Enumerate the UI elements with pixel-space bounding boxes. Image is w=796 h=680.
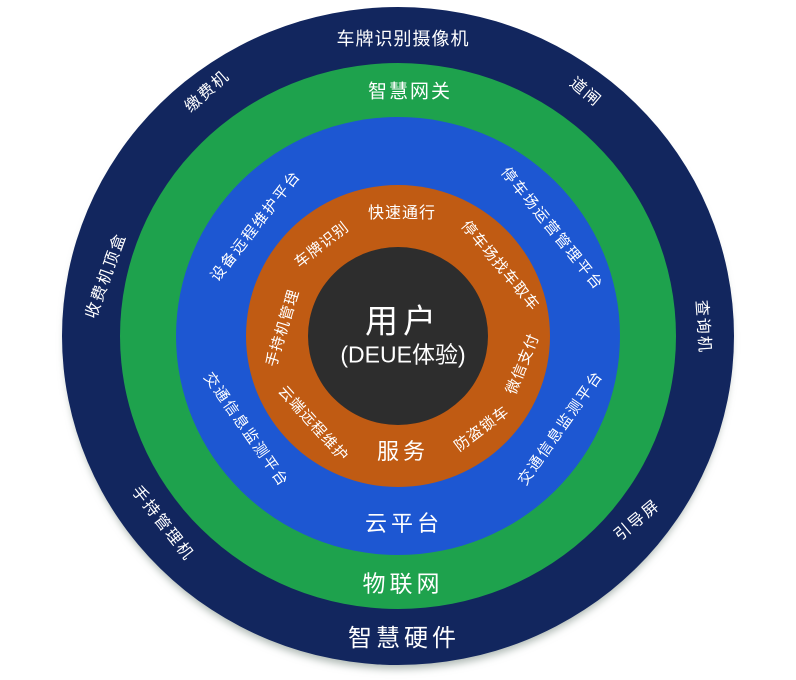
label-smart-gateway: 智慧网关 (367, 81, 453, 103)
center-title: 用户 (365, 302, 441, 340)
ring-title-cloud-platform: 云平台 (364, 511, 444, 536)
label-license-plate-camera: 车牌识别摄像机 (336, 29, 470, 49)
label-fast-pass: 快速通行 (367, 205, 437, 222)
center-subtitle: (DEUE体验) (340, 341, 466, 368)
ring-title-iot: 物联网 (362, 570, 444, 597)
circle-user-center (308, 247, 488, 425)
ring-title-smart-hardware: 智慧硬件 (348, 625, 460, 652)
label-query-kiosk: 查询机 (692, 299, 713, 355)
ring-title-service: 服务 (376, 439, 430, 464)
